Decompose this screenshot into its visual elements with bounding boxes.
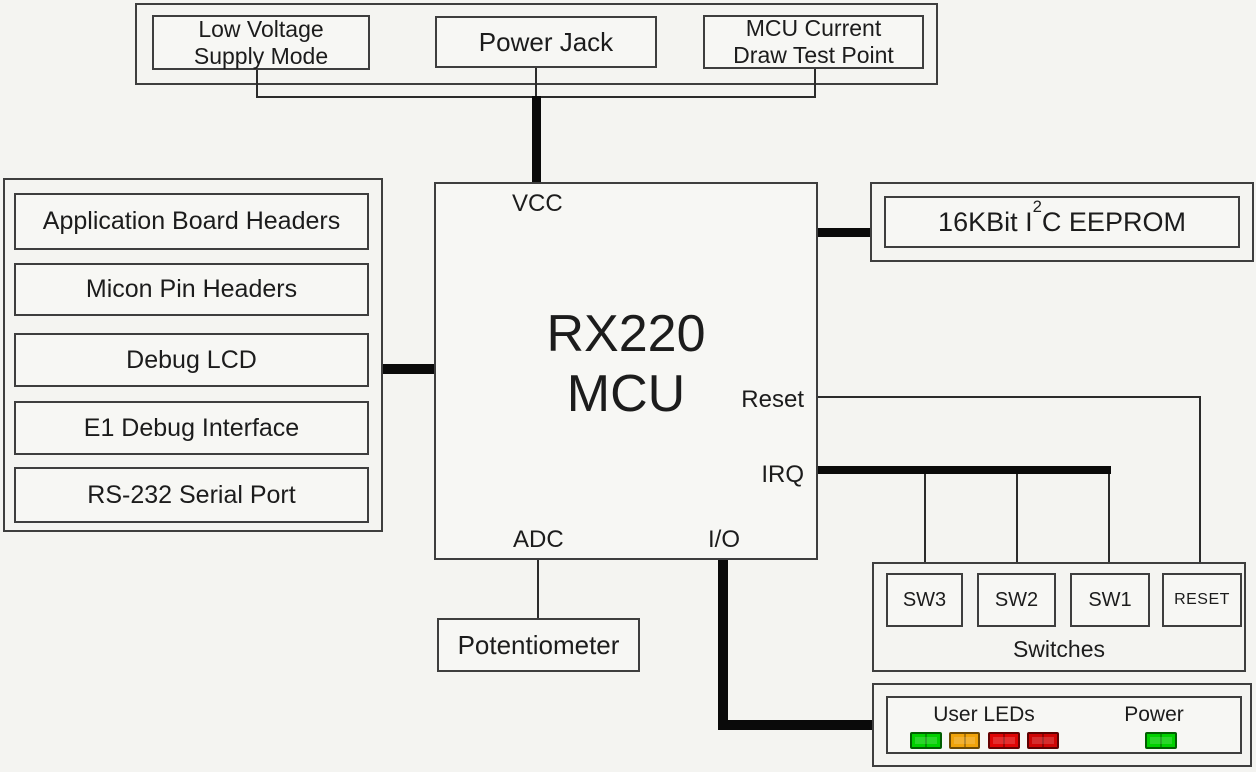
reset-button: RESET xyxy=(1162,573,1242,627)
sw1-button: SW1 xyxy=(1070,573,1150,627)
eeprom-box: 16KBit I2C EEPROM xyxy=(884,196,1240,248)
debug-lcd-box: Debug LCD xyxy=(14,333,369,387)
mcu-box: VCC RX220 MCU Reset IRQ ADC I/O xyxy=(434,182,818,560)
reset-line-vertical xyxy=(1199,396,1201,575)
sw2-drop-line xyxy=(1016,474,1018,575)
mcu-pin-io: I/O xyxy=(708,526,741,553)
user-leds-label: User LEDs xyxy=(933,703,1035,726)
adc-line xyxy=(537,560,539,618)
low-voltage-supply-mode-box: Low Voltage Supply Mode xyxy=(152,15,370,70)
power-jack-drop-line xyxy=(535,68,537,98)
io-bus-line-vertical xyxy=(718,560,728,730)
io-bus-line-horizontal xyxy=(718,720,872,730)
reset-line-horizontal xyxy=(818,396,1201,398)
mcu-current-draw-test-point-box: MCU Current Draw Test Point xyxy=(703,15,924,69)
user-led-red2-icon xyxy=(1027,732,1059,749)
irq-bus-line xyxy=(818,466,1111,474)
user-led-green-icon xyxy=(910,732,942,749)
switches-title: Switches xyxy=(1012,636,1106,662)
micon-pin-headers-box: Micon Pin Headers xyxy=(14,263,369,316)
eeprom-bus-line xyxy=(818,228,870,237)
mcu-pin-reset: Reset xyxy=(741,386,804,413)
sw3-drop-line xyxy=(924,474,926,575)
power-led-icon xyxy=(1145,732,1177,749)
left-peripherals-bus-line xyxy=(383,364,435,374)
mcu-pin-vcc: VCC xyxy=(512,190,563,217)
sw1-drop-line xyxy=(1108,474,1110,575)
power-label: Power xyxy=(1124,703,1184,726)
sw2-button: SW2 xyxy=(977,573,1056,627)
power-jack-box: Power Jack xyxy=(435,16,657,68)
potentiometer-box: Potentiometer xyxy=(437,618,640,672)
eeprom-label: 16KBit I2C EEPROM xyxy=(938,196,1186,237)
user-led-red1-icon xyxy=(988,732,1020,749)
mcu-pin-adc: ADC xyxy=(513,526,564,553)
vcc-power-line xyxy=(532,96,541,184)
mcu-pin-irq: IRQ xyxy=(761,461,804,488)
low-voltage-drop-line xyxy=(256,70,258,98)
led-panel-box: User LEDs Power xyxy=(886,696,1242,754)
sw3-button: SW3 xyxy=(886,573,963,627)
e1-debug-interface-box: E1 Debug Interface xyxy=(14,401,369,455)
mcu-name: RX220 MCU xyxy=(546,305,706,423)
application-board-headers-box: Application Board Headers xyxy=(14,193,369,250)
user-led-orange-icon xyxy=(949,732,980,749)
rs232-serial-port-box: RS-232 Serial Port xyxy=(14,467,369,523)
mcu-current-drop-line xyxy=(814,69,816,98)
